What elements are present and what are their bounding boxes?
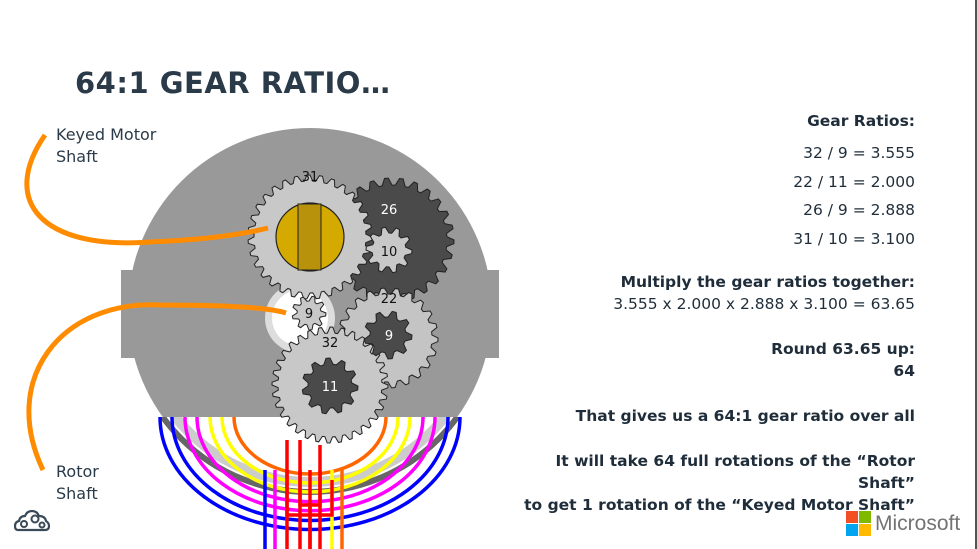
label-line: Rotor: [56, 462, 99, 481]
label-line: Shaft: [56, 484, 98, 503]
gear-teeth-label: 22: [381, 292, 398, 307]
rotor-shaft-pointer: [26, 302, 287, 472]
wire-bundle: [100, 417, 520, 549]
conclusion-line: to get 1 rotation of the “Keyed Motor Sh…: [524, 496, 915, 514]
conclusion-line: Shaft”: [858, 474, 915, 492]
keyed-shaft-pointer: [24, 133, 269, 246]
microsoft-logo: Microsoft: [846, 511, 960, 536]
slide-title: 64:1 GEAR RATIO…: [75, 66, 391, 100]
keyed-motor-shaft-label: Keyed Motor Shaft: [56, 124, 156, 168]
conclusion-text: It will take 64 full rotations of the “R…: [524, 450, 915, 516]
label-line: Shaft: [56, 147, 98, 166]
microsoft-squares-icon: [846, 511, 871, 536]
shaft-key: [297, 203, 322, 271]
round-section: Round 63.65 up: 64: [771, 338, 915, 382]
gear-ratios-heading: Gear Ratios:: [807, 112, 915, 130]
round-heading: Round 63.65 up:: [771, 340, 915, 358]
summary-text: That gives us a 64:1 gear ratio over all: [575, 407, 915, 425]
gear-teeth-label: 32: [322, 336, 339, 351]
rotor-shaft-label: Rotor Shaft: [56, 461, 99, 505]
ratio-list: 32 / 9 = 3.555 22 / 11 = 2.000 26 / 9 = …: [793, 139, 915, 253]
ratio-item: 32 / 9 = 3.555: [803, 144, 915, 162]
gear-teeth-label: 9: [305, 307, 313, 322]
microsoft-wordmark: Microsoft: [875, 511, 961, 535]
conclusion-line: It will take 64 full rotations of the “R…: [555, 452, 915, 470]
gear: [363, 310, 413, 360]
gear: [291, 295, 327, 331]
ratio-item: 31 / 10 = 3.100: [793, 229, 915, 248]
label-line: Keyed Motor: [56, 125, 157, 144]
gear-teeth-label: 10: [381, 245, 398, 260]
ratio-item: 26 / 9 = 2.888: [803, 201, 915, 219]
gear-teeth-label: 31: [302, 170, 319, 185]
round-value: 64: [893, 362, 915, 380]
ratio-item: 22 / 11 = 2.000: [793, 172, 915, 191]
robot-logo-icon: [14, 509, 50, 532]
multiply-section: Multiply the gear ratios together: 3.555…: [613, 271, 915, 315]
multiply-formula: 3.555 x 2.000 x 2.888 x 3.100 = 63.65: [613, 295, 915, 313]
wire-lead: [285, 440, 334, 549]
gear-teeth-label: 26: [381, 203, 398, 218]
gear-teeth-label: 9: [385, 329, 393, 344]
gear-teeth-label: 11: [322, 380, 339, 395]
multiply-heading: Multiply the gear ratios together:: [620, 273, 915, 291]
gear: [365, 226, 413, 274]
gear: [301, 357, 359, 415]
slide-edge: [975, 0, 977, 549]
